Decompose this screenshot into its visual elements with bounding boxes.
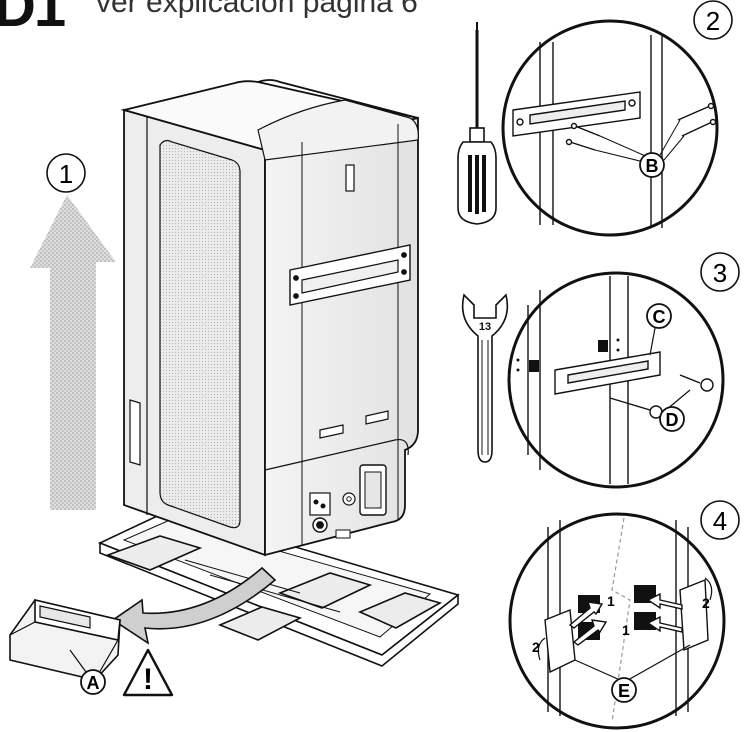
- diagram-caption: ver explicación página 6: [96, 0, 418, 19]
- wrench-icon: 13: [461, 293, 509, 463]
- floor-base-plate: [97, 509, 460, 667]
- callout-e-label: E: [618, 681, 630, 701]
- electrical-box-icon: [309, 492, 331, 516]
- step-1-marker: 1: [46, 153, 86, 193]
- callout-d: D: [659, 389, 691, 432]
- detail-4-right-arrow-1: 1: [622, 622, 630, 638]
- diagram-code: D1: [0, 0, 66, 39]
- step-3-marker: 3: [700, 252, 740, 292]
- callout-c: C: [646, 303, 672, 356]
- step-4-number: 4: [713, 506, 727, 536]
- boiler-unit: [120, 79, 419, 557]
- detail-4-left-arrow-2: 2: [532, 639, 540, 655]
- step-2-number: 2: [706, 6, 720, 36]
- detail-4-left-arrow-1: 1: [607, 593, 615, 609]
- wrench-size: 13: [479, 321, 491, 333]
- lift-up-arrow: [30, 195, 116, 510]
- step-2-marker: 2: [693, 0, 733, 40]
- step-3-number: 3: [713, 258, 727, 288]
- callout-a: A: [69, 649, 106, 695]
- packaging-block: [9, 598, 121, 681]
- callout-e: E: [574, 644, 691, 703]
- callout-b: B: [639, 152, 665, 178]
- detail-3: C D: [507, 271, 725, 489]
- callout-d-label: D: [666, 410, 679, 430]
- detail-4-right-arrow-2: 2: [702, 595, 710, 611]
- warning-symbol: !: [143, 663, 153, 696]
- callout-b-label: B: [646, 156, 659, 176]
- step-4-marker: 4: [700, 500, 740, 540]
- detail-2: B: [501, 19, 719, 237]
- detail-4: 1 2 1 2 E: [508, 512, 726, 730]
- wall-bracket: [289, 244, 411, 306]
- connector-icon: [342, 492, 356, 506]
- step-1-number: 1: [59, 159, 73, 189]
- warning-icon: !: [122, 648, 174, 697]
- bracket-detail-2: [512, 91, 641, 137]
- screws-b: [565, 102, 717, 164]
- bracket-detail-3: [554, 351, 661, 395]
- callout-c-label: C: [653, 307, 666, 327]
- callout-a-label: A: [87, 673, 100, 693]
- bolts-d: [609, 374, 714, 419]
- screwdriver-icon: [457, 22, 497, 225]
